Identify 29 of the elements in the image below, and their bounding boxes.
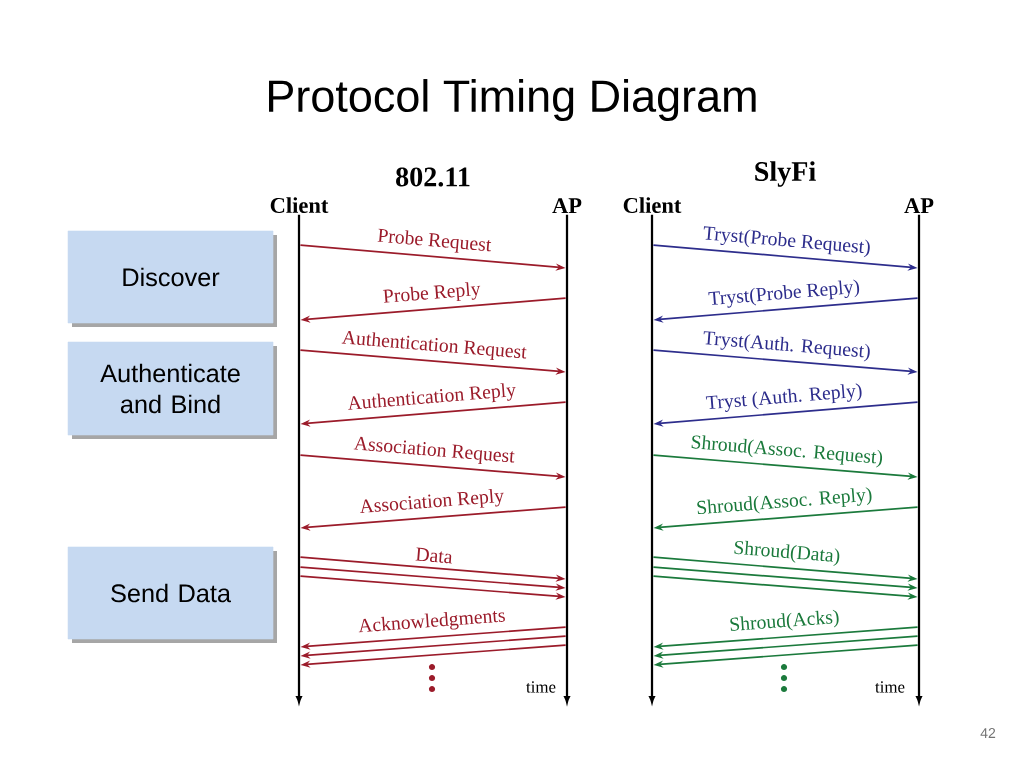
edge-label: Tryst(Probe Reply) bbox=[708, 279, 860, 308]
edge-label: Authentication Reply bbox=[348, 383, 516, 410]
axis-label: time bbox=[526, 681, 556, 693]
edge-label: Tryst (Auth. Reply) bbox=[705, 383, 862, 412]
protocol-heading: 802.11 bbox=[396, 167, 470, 187]
node-label: Client bbox=[623, 197, 682, 214]
node-label: AP bbox=[904, 198, 934, 214]
title: Protocol Timing Diagram bbox=[269, 79, 756, 121]
edge-label: Probe Request bbox=[377, 228, 492, 253]
edge-label: Shroud(Assoc. Reply) bbox=[697, 487, 872, 515]
phase-box: Send Data bbox=[67, 546, 277, 643]
edge-label: Tryst(Auth. Request) bbox=[703, 331, 870, 362]
node-label: Client bbox=[270, 197, 329, 214]
edge-label: Authentication Request bbox=[341, 330, 527, 361]
edge-label: Data bbox=[415, 547, 452, 564]
edge-label: Association Reply bbox=[360, 489, 504, 513]
edge-label: Association Request bbox=[353, 436, 515, 465]
page-number: 42 bbox=[980, 728, 996, 738]
axis-label: time bbox=[875, 681, 905, 693]
edge-label: Tryst(Probe Request) bbox=[703, 226, 870, 258]
phase-box: Authenticate and Bind bbox=[67, 341, 277, 439]
edge-label: Shroud(Acks) bbox=[730, 609, 839, 631]
node-label: AP bbox=[552, 198, 582, 214]
edge-label: Shroud(Assoc. Request) bbox=[691, 435, 883, 468]
protocol-heading: SlyFi bbox=[755, 161, 816, 187]
edge-label: Shroud(Data) bbox=[734, 540, 840, 566]
phase-box: Discover bbox=[67, 230, 277, 327]
edge-label: Acknowledgments bbox=[358, 611, 505, 633]
edge-label: Probe Reply bbox=[382, 282, 481, 303]
